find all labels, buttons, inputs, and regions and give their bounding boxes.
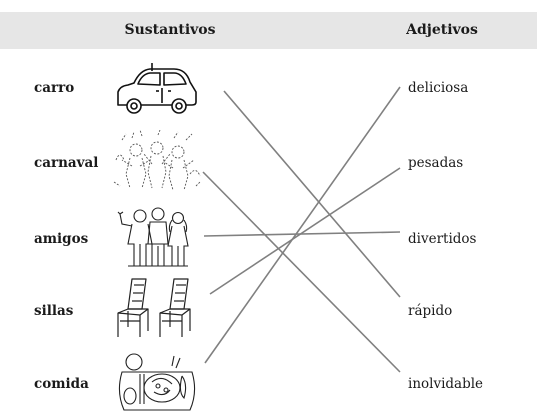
noun-carnaval: carnaval [34, 155, 99, 171]
line-amigos-divertidos [203, 231, 401, 237]
friends-drawing [117, 207, 189, 267]
noun-amigos: amigos [34, 231, 89, 247]
adj-inolvidable: inolvidable [408, 376, 484, 392]
header-sustantivos: Sustantivos [124, 22, 216, 38]
food-tray-drawing [118, 353, 196, 411]
adj-rapido: rápido [408, 303, 453, 319]
adj-divertidos: divertidos [408, 231, 477, 247]
header-adjetivos: Adjetivos [406, 22, 478, 38]
adj-pesadas: pesadas [408, 155, 464, 171]
car-drawing [117, 63, 197, 114]
adj-deliciosa: deliciosa [408, 80, 469, 96]
line-carro-rapido [223, 90, 401, 298]
noun-comida: comida [34, 376, 89, 392]
line-carnaval-inolvidable [202, 171, 401, 373]
noun-sillas: sillas [34, 303, 74, 319]
table-header: Sustantivos Adjetivos [0, 12, 537, 49]
line-sillas-pesadas [209, 167, 401, 295]
carnival-drawing [113, 130, 201, 191]
chairs-drawing [117, 278, 191, 337]
noun-carro: carro [34, 80, 75, 96]
line-comida-deliciosa [204, 86, 401, 364]
